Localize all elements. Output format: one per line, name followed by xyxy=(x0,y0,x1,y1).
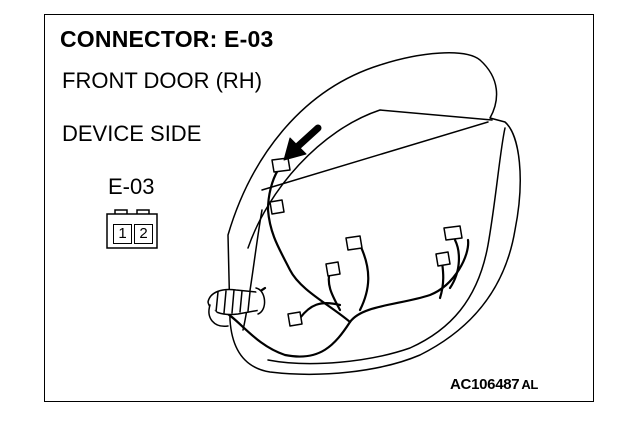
figure-code-number: AC106487 xyxy=(450,376,520,393)
harness-connector xyxy=(325,261,341,277)
connector-housing-icon xyxy=(106,209,158,249)
harness-connector xyxy=(269,199,285,215)
connector-face-diagram: 1 2 xyxy=(105,208,159,250)
page-title: CONNECTOR: E-03 xyxy=(60,26,274,52)
connector-pin-1: 1 xyxy=(113,224,132,244)
harness-connector xyxy=(435,251,451,267)
pointer-arrow-icon xyxy=(283,124,322,161)
connector-e03-on-door xyxy=(271,157,291,173)
location-label: FRONT DOOR (RH) xyxy=(62,68,263,93)
harness-connectors xyxy=(269,157,463,327)
figure-code-suffix: AL xyxy=(521,377,539,392)
grommet xyxy=(207,287,266,327)
wiring-harness xyxy=(220,168,470,358)
connector-id-label: E-03 xyxy=(108,174,155,199)
harness-connector xyxy=(345,235,363,251)
door-panel-outline xyxy=(227,52,521,375)
harness-connector xyxy=(287,311,303,327)
harness-connector xyxy=(443,225,463,241)
connector-pin-2: 2 xyxy=(134,224,153,244)
side-label: DEVICE SIDE xyxy=(62,121,202,146)
diagram-frame xyxy=(44,14,594,402)
